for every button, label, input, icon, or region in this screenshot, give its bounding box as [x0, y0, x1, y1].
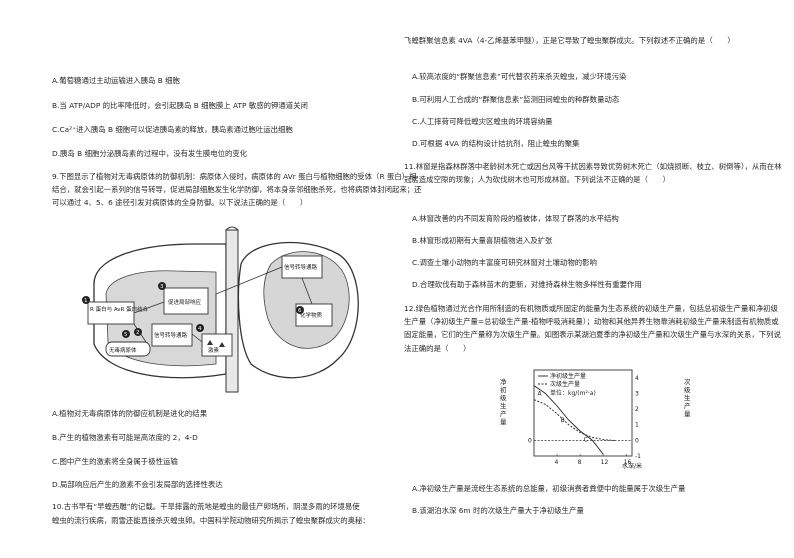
- hormone-marker: [207, 340, 213, 345]
- series-line-1: [533, 385, 604, 455]
- svg-text:1: 1: [84, 298, 88, 304]
- signal-left-label: 信号转导通路: [154, 331, 188, 339]
- q8-option-b: B.当 ATP/ADP 的比率降低时，会引起胰岛 B 细胞膜上 ATP 敏感的钾…: [52, 101, 308, 110]
- q10-continuation: 飞蝗群聚信息素 4VA（4-乙烯基苯甲醚），正是它导致了蝗虫聚群成灾。下列叙述不…: [404, 36, 735, 45]
- chart-unit: 单位：kg/(m²·a): [550, 389, 596, 397]
- pathogen-box: [105, 341, 151, 357]
- y-tick-label: 4: [635, 375, 639, 382]
- promote-response-label: 促进局部响应: [168, 298, 202, 306]
- q11-option-d: D.合理砍伐有助于森林苗木的更新，对维持森林生物多样性有重要作用: [412, 280, 642, 289]
- productivity-chart: 净初级生产量 次级生产量 单位：kg/(m²·a) 4 8 12 16 4 3 2 1 0 -1 0…: [528, 369, 642, 470]
- svg-text:4: 4: [198, 326, 202, 332]
- q10-line-2: 蝗虫的流行疾病，雨雪还能直接杀灭蝗虫卵。中国科学院动物研究所揭示了蝗虫聚群成灾的…: [52, 516, 370, 525]
- vessel-top-curve: [225, 226, 239, 231]
- plant-defense-diagram: R 蛋白与 AvR 蛋白结合 促进局部响应 信号转导通路 无毒病原体 激素 信号…: [82, 226, 359, 393]
- promote-response-box: [163, 287, 209, 315]
- chemical-box: [295, 303, 333, 327]
- plot-frame: [533, 369, 633, 457]
- series-line-2: [533, 399, 615, 441]
- x-tick-label: 12: [601, 459, 609, 466]
- arrow-3: [215, 266, 283, 334]
- q12-stem: 12.绿色植物通过光合作用所制造的有机物质或所固定的能量为生态系统的初级生产量，…: [404, 304, 781, 353]
- svg-text:3: 3: [160, 284, 164, 290]
- q12-option-a: A.净初级生产量是流经生态系统的总能量，初级消费者粪便中的能量属于次级生产量: [412, 484, 686, 493]
- point-label: C: [584, 437, 588, 444]
- num-5: 5: [122, 330, 130, 338]
- q9-option-a: A.植物对无毒病原体的防御应机制是进化的结果: [52, 409, 208, 418]
- signal-right-label: 信号转导通路: [284, 263, 318, 271]
- pathogen-label: 无毒病原体: [109, 346, 137, 354]
- r-protein-box: [87, 301, 135, 325]
- q8-option-a: A.葡萄糖通过主动运输进入胰岛 B 细胞: [52, 76, 180, 85]
- y-axis-label-left: 净初级生产量: [500, 378, 507, 426]
- svg-text:2: 2: [136, 330, 140, 336]
- point-label: A: [538, 390, 543, 397]
- num-1: 1: [82, 296, 90, 304]
- svg-text:6: 6: [298, 308, 302, 314]
- signal-left-box: [151, 323, 193, 347]
- q10-option-b: B.可利用人工合成的“群聚信息素”监测田间蝗虫的种群数量动态: [412, 95, 620, 104]
- point-label: B: [561, 417, 565, 424]
- hormone-box: [201, 333, 233, 357]
- hormone-marker: [219, 342, 225, 347]
- origin-label: 0: [528, 437, 532, 444]
- y-tick-label: -1: [635, 453, 641, 460]
- q10-option-d: D.可根据 4VA 的结构设计拮抗剂，阻止蝗虫的聚集: [412, 139, 580, 148]
- legend-primary: 净初级生产量: [550, 372, 586, 380]
- q8-option-d: D.胰岛 B 细胞分泌胰岛素的过程中，没有发生膜电位的变化: [52, 149, 248, 158]
- num-4: 4: [196, 324, 204, 332]
- num-2: 2: [134, 328, 142, 336]
- legend-secondary: 次级生产量: [550, 380, 580, 388]
- y-tick-label: 2: [635, 406, 639, 413]
- q9-option-d: D.局部响应后产生的激素不会引发局部的选择性表达: [52, 480, 223, 489]
- x-tick-label: 8: [578, 459, 582, 466]
- svg-text:5: 5: [124, 332, 128, 338]
- q8-option-c: C.Ca²⁺进入胰岛 B 细胞可以促进胰岛素的释放，胰岛素通过胞吐运出细胞: [52, 125, 293, 134]
- arrow-1: [133, 301, 165, 314]
- q10-option-a: A.较高浓度的“群聚信息素”可代替农药来杀灭蝗虫，减少环境污染: [412, 72, 627, 81]
- q10-line-1: 10.古书早有“早蝗西雕”的记载。干旱摔露的荒地是蝗虫的最佳产卵场所，阴湿多雨的…: [52, 502, 360, 511]
- q9-stem: 9.下图显示了植物对无毒病原体的防御机制：病原体入侵时，病原体的 AVr 蛋白与…: [52, 172, 422, 208]
- arrow-4: [301, 277, 313, 305]
- arrow-2: [191, 333, 203, 343]
- chemical-label: 化学物质: [300, 311, 323, 319]
- x-tick-label: 16: [624, 459, 632, 466]
- num-3: 3: [158, 282, 166, 290]
- vascular-vessel: [225, 229, 239, 393]
- q11-option-b: B.林窗形成初期有大量喜阴植物进入及扩张: [412, 236, 553, 245]
- num-6: 6: [296, 306, 304, 314]
- hormone-label: 激素: [208, 346, 220, 354]
- x-tick-label: 4: [555, 459, 559, 466]
- q9-option-b: B.产生的植物激素有可能是高浓度的 2，4-D: [52, 433, 198, 442]
- y-tick-label: 3: [635, 390, 639, 397]
- right-cell-outline: [237, 241, 359, 379]
- q9-option-c: C.图中产生的激素将全身属于极性运输: [52, 457, 178, 466]
- q10-option-c: C.人工摔荷可降低蝗灾区蝗虫的环境容纳量: [412, 117, 553, 126]
- y-tick-label: 1: [635, 422, 639, 429]
- y-tick-label: 0: [635, 437, 639, 444]
- r-protein-label: R 蛋白与 AvR 蛋白结合: [90, 305, 149, 313]
- q11-option-c: C.调查土壤小动物的丰富度可研究林窗对土壤动物的影响: [412, 258, 597, 267]
- q11-option-a: A.林窗改善的内不同发育阶段的植被体，体现了群落的水平结构: [412, 214, 619, 223]
- q12-option-b: B.该湖泊水深 6m 时的次级生产量大于净初级生产量: [412, 506, 584, 515]
- x-axis-label: 水深/米: [622, 462, 642, 470]
- q11-stem: 11.林窗是指森林群落中老龄树木死亡或因台风等干扰因素导致优势树木死亡（如烧损断…: [404, 162, 782, 185]
- y-axis-label-right: 次级生产量: [684, 378, 691, 418]
